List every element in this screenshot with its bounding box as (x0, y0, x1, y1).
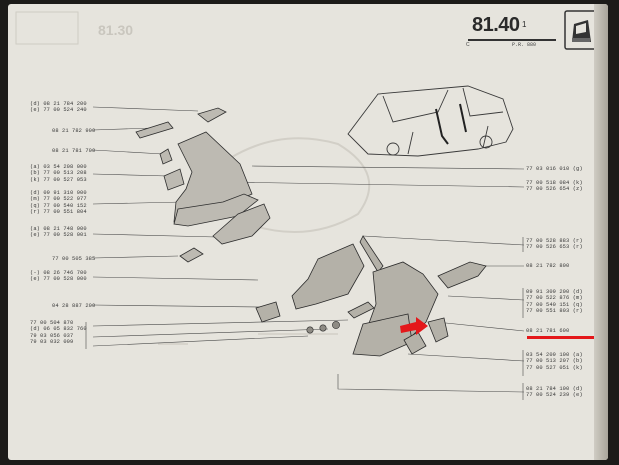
label-group-15: 09 91 309 200 (d) 77 00 522 876 (m) 77 0… (526, 289, 583, 315)
label-group-9: 04 28 887 200 (52, 303, 96, 309)
label-group-11: 77 03 016 010 (g) (526, 166, 583, 172)
red-arrow-icon (400, 317, 428, 335)
page-section-number: 81.40 (472, 14, 520, 36)
label-group-7: 77 00 505 385 (52, 256, 96, 262)
lower-right-parts (255, 235, 487, 357)
bleed-through-sketch (15, 11, 371, 345)
car-body-sketch (347, 85, 514, 157)
label-group-17: 03 54 209 100 (a) 77 00 513 207 (b) 77 0… (526, 352, 583, 371)
header-rule (468, 39, 556, 41)
label-group-12: 77 00 518 084 (k) 77 00 526 654 (z) (526, 180, 583, 193)
label-group-2: 08 21 782 900 (52, 128, 96, 134)
highlight-underline (527, 336, 603, 339)
catalog-page: 81.30 81.40 1 C P.R. 880 (8, 4, 608, 460)
label-group-14: 08 21 782 800 (526, 263, 570, 269)
label-group-10: 77 00 504 870 (d) 06 05 832 760 79 03 05… (30, 320, 87, 346)
label-group-16: 08 21 781 600 (526, 328, 570, 334)
exploded-parts-diagram (85, 85, 525, 400)
header-code: P.R. 880 (512, 42, 537, 48)
label-group-4: (a) 03 54 208 000 (b) 77 00 513 208 (k) … (30, 164, 87, 183)
label-group-3: 08 21 781 700 (52, 148, 96, 154)
label-group-5: (d) 09 91 310 900 (m) 77 00 522 977 (q) … (30, 190, 87, 216)
label-group-1: (d) 08 21 784 200 (e) 77 00 524 240 (30, 101, 87, 114)
label-group-13: 77 00 528 883 (r) 77 00 526 653 (r) (526, 238, 583, 251)
book-binding-edge (594, 4, 608, 460)
header-letter: C (466, 42, 470, 48)
label-group-8: (-) 08 26 746 700 (e) 77 00 528 000 (30, 270, 87, 283)
label-group-18: 08 21 784 100 (d) 77 00 524 239 (e) (526, 386, 583, 399)
label-group-6: (a) 08 21 748 900 (e) 77 00 528 001 (30, 226, 87, 239)
page-section-index: 1 (522, 20, 527, 29)
ghost-page-number: 81.30 (98, 22, 134, 38)
fastener-parts (306, 321, 340, 334)
upper-left-parts (135, 107, 271, 263)
